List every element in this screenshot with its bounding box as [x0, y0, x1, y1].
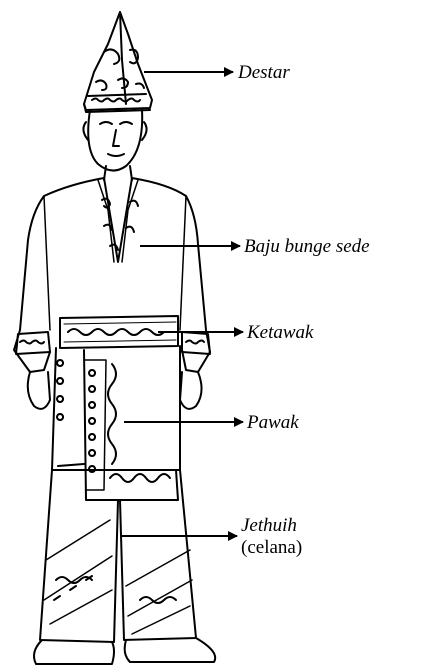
jethuih-label: Jethuih [241, 516, 297, 535]
baju-shirt [14, 178, 210, 372]
shoes [34, 638, 215, 664]
destar-label: Destar [238, 63, 290, 82]
ketawak-label: Ketawak [247, 323, 314, 342]
jethuih-note: (celana) [241, 538, 302, 557]
destar-hat [84, 12, 152, 112]
pawak-label: Pawak [247, 413, 299, 432]
baju-label: Baju bunge sede [244, 237, 370, 256]
head [83, 110, 146, 180]
jethuih-trousers [40, 470, 196, 642]
